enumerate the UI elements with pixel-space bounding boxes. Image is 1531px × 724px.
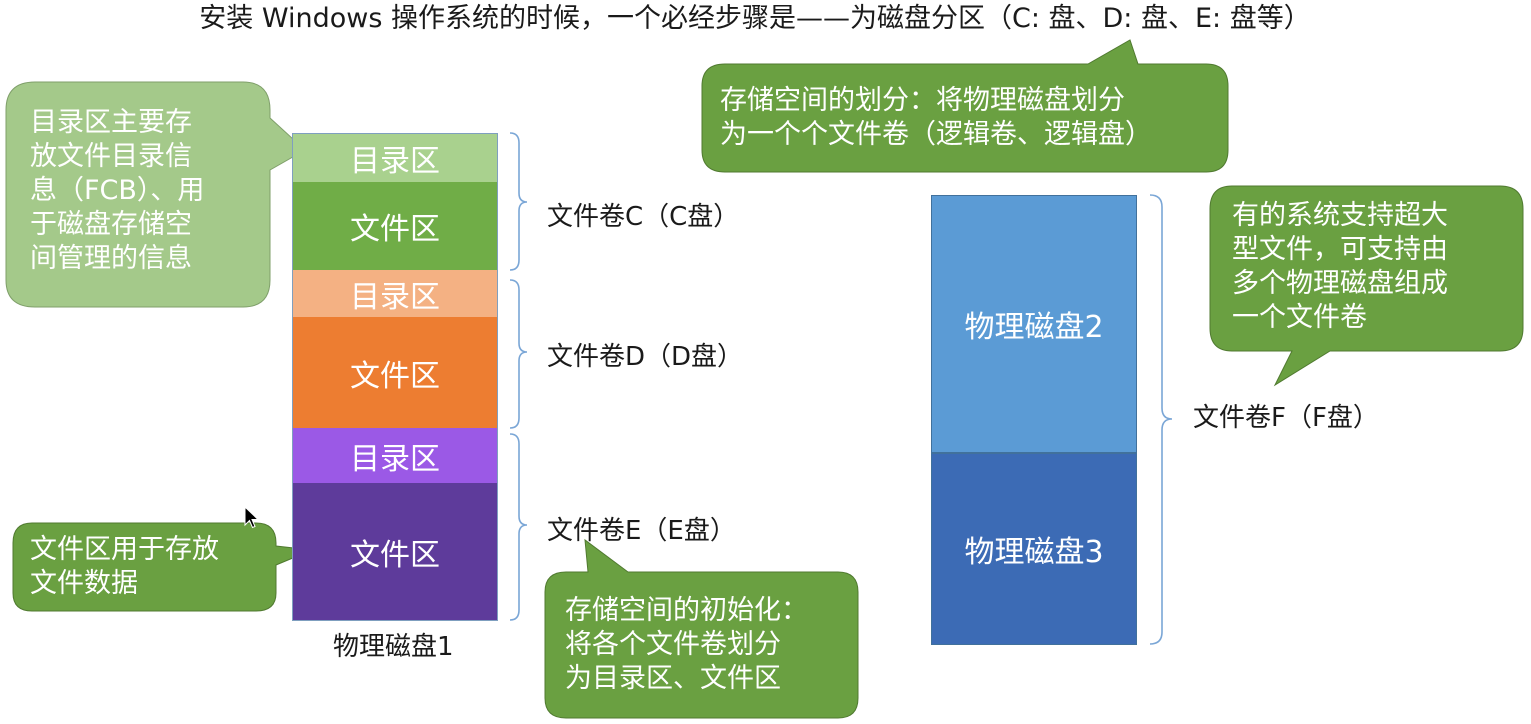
callout-large-file-text: 有的系统支持超大 型文件，可支持由 多个物理磁盘组成 一个文件卷 bbox=[1232, 199, 1448, 335]
callout-file-area-shape bbox=[12, 522, 314, 612]
callout-line: 存储空间的划分：将物理磁盘划分 bbox=[720, 85, 1125, 116]
callout-line: 文件区用于存放 bbox=[30, 534, 219, 565]
volume-e-label: 文件卷E（E盘） bbox=[547, 516, 736, 546]
callout-line: 多个物理磁盘组成 bbox=[1232, 268, 1448, 299]
callout-line: 目录区主要存 bbox=[30, 107, 192, 138]
callout-line: 于磁盘存储空 bbox=[30, 209, 192, 240]
volume-d-label: 文件卷D（D盘） bbox=[547, 342, 744, 372]
disk2: 物理磁盘2 bbox=[931, 195, 1137, 453]
disk3: 物理磁盘3 bbox=[931, 453, 1137, 645]
disk1-e-directory-area: 目录区 bbox=[292, 428, 498, 483]
callout-partition-shape bbox=[701, 39, 1229, 173]
disk1-c-directory-area: 目录区 bbox=[292, 133, 498, 182]
brace-volume-c bbox=[509, 132, 528, 271]
segment-label: 文件区 bbox=[350, 537, 440, 573]
callout-partition-text: 存储空间的划分：将物理磁盘划分 为一个个文件卷（逻辑卷、逻辑盘） bbox=[720, 84, 1152, 152]
brace-volume-d bbox=[509, 279, 528, 429]
callout-line: 型文件，可支持由 bbox=[1232, 234, 1448, 265]
segment-label: 文件区 bbox=[350, 212, 440, 247]
callout-line: 息（FCB）、用 bbox=[30, 175, 205, 206]
callout-line: 有的系统支持超大 bbox=[1232, 200, 1448, 231]
brace-volume-e bbox=[509, 433, 528, 621]
callout-line: 文件数据 bbox=[30, 568, 138, 599]
disk1-label: 物理磁盘1 bbox=[333, 632, 454, 662]
callout-file-area-text: 文件区用于存放 文件数据 bbox=[30, 533, 219, 601]
volume-c-label: 文件卷C（C盘） bbox=[547, 202, 740, 232]
segment-label: 目录区 bbox=[350, 441, 440, 477]
callout-init-text: 存储空间的初始化： 将各个文件卷划分 为目录区、文件区 bbox=[565, 594, 808, 696]
callout-line: 存储空间的初始化： bbox=[565, 595, 808, 626]
callout-line: 间管理的信息 bbox=[30, 243, 192, 274]
callout-directory-shape bbox=[5, 81, 306, 308]
disk3-label: 物理磁盘3 bbox=[964, 535, 1104, 570]
disk1-e-file-area: 文件区 bbox=[292, 483, 498, 621]
disk1-c-file-area: 文件区 bbox=[292, 182, 498, 270]
disk2-label: 物理磁盘2 bbox=[964, 310, 1104, 345]
callout-directory-text: 目录区主要存 放文件目录信 息（FCB）、用 于磁盘存储空 间管理的信息 bbox=[30, 106, 204, 276]
callout-line: 将各个文件卷划分 bbox=[565, 629, 781, 660]
disk1-d-directory-area: 目录区 bbox=[292, 270, 498, 317]
segment-label: 目录区 bbox=[350, 144, 440, 179]
segment-label: 目录区 bbox=[350, 279, 440, 315]
disk1-d-file-area: 文件区 bbox=[292, 317, 498, 428]
mouse-pointer-icon bbox=[244, 506, 260, 529]
page-title: 安装 Windows 操作系统的时候，一个必经步骤是——为磁盘分区（C: 盘、D… bbox=[199, 3, 1311, 34]
callout-line: 一个文件卷 bbox=[1232, 302, 1367, 333]
segment-label: 文件区 bbox=[350, 358, 440, 394]
callout-line: 为目录区、文件区 bbox=[565, 663, 781, 694]
callout-large-file-shape bbox=[1209, 185, 1524, 387]
callout-line: 为一个个文件卷（逻辑卷、逻辑盘） bbox=[720, 119, 1152, 150]
callout-init-shape bbox=[544, 538, 859, 719]
volume-f-label: 文件卷F（F盘） bbox=[1193, 403, 1379, 433]
callout-line: 放文件目录信 bbox=[30, 141, 192, 172]
brace-volume-f bbox=[1149, 194, 1173, 645]
